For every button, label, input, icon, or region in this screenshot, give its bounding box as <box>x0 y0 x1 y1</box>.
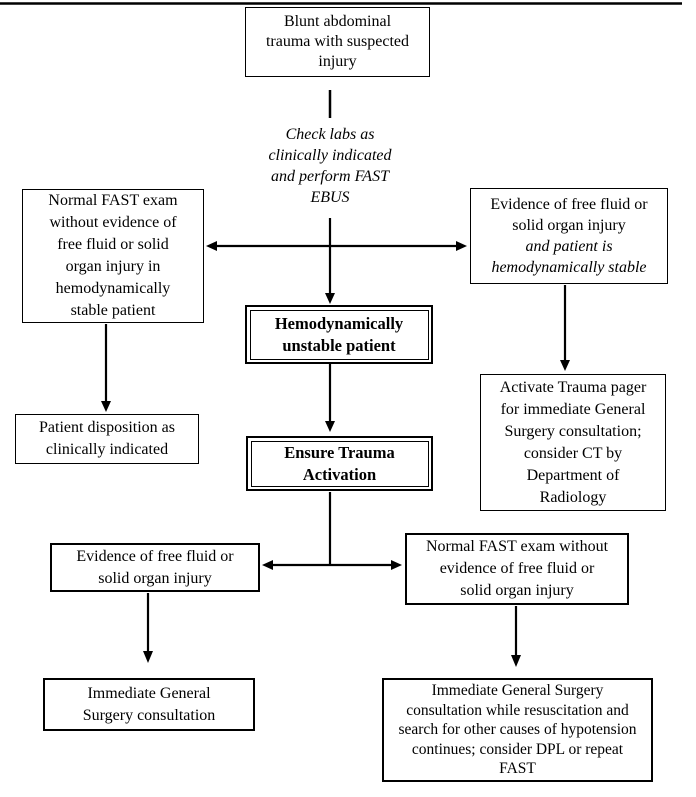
node-immediate-consultation: Immediate General Surgery consultation <box>43 678 255 731</box>
node-evidence-stable-plain-text: Evidence of free fluid or solid organ in… <box>490 196 648 234</box>
node-ensure-trauma-activation: Ensure Trauma Activation <box>246 436 433 491</box>
node-hemodynamically-unstable-text: Hemodynamically unstable patient <box>249 309 429 360</box>
node-patient-disposition: Patient disposition as clinically indica… <box>15 414 199 464</box>
node-immediate-consultation-resuscitation: Immediate General Surgery consultation w… <box>382 678 653 782</box>
node-start: Blunt abdominal trauma with suspected in… <box>245 7 430 77</box>
node-normal-fast-stable: Normal FAST exam without evidence of fre… <box>22 189 204 323</box>
node-evidence-stable-italic-text: and patient is hemodynamically stable <box>491 238 647 276</box>
node-activate-trauma-pager: Activate Trauma pager for immediate Gene… <box>480 374 666 511</box>
node-ensure-trauma-activation-text: Ensure Trauma Activation <box>250 440 429 487</box>
note-check-labs: Check labs as clinically indicated and p… <box>268 126 392 206</box>
node-evidence-free-fluid: Evidence of free fluid or solid organ in… <box>50 543 260 592</box>
node-normal-fast-exam: Normal FAST exam without evidence of fre… <box>405 533 629 605</box>
node-evidence-stable: Evidence of free fluid or solid organ in… <box>470 188 668 284</box>
node-hemodynamically-unstable: Hemodynamically unstable patient <box>245 305 433 364</box>
